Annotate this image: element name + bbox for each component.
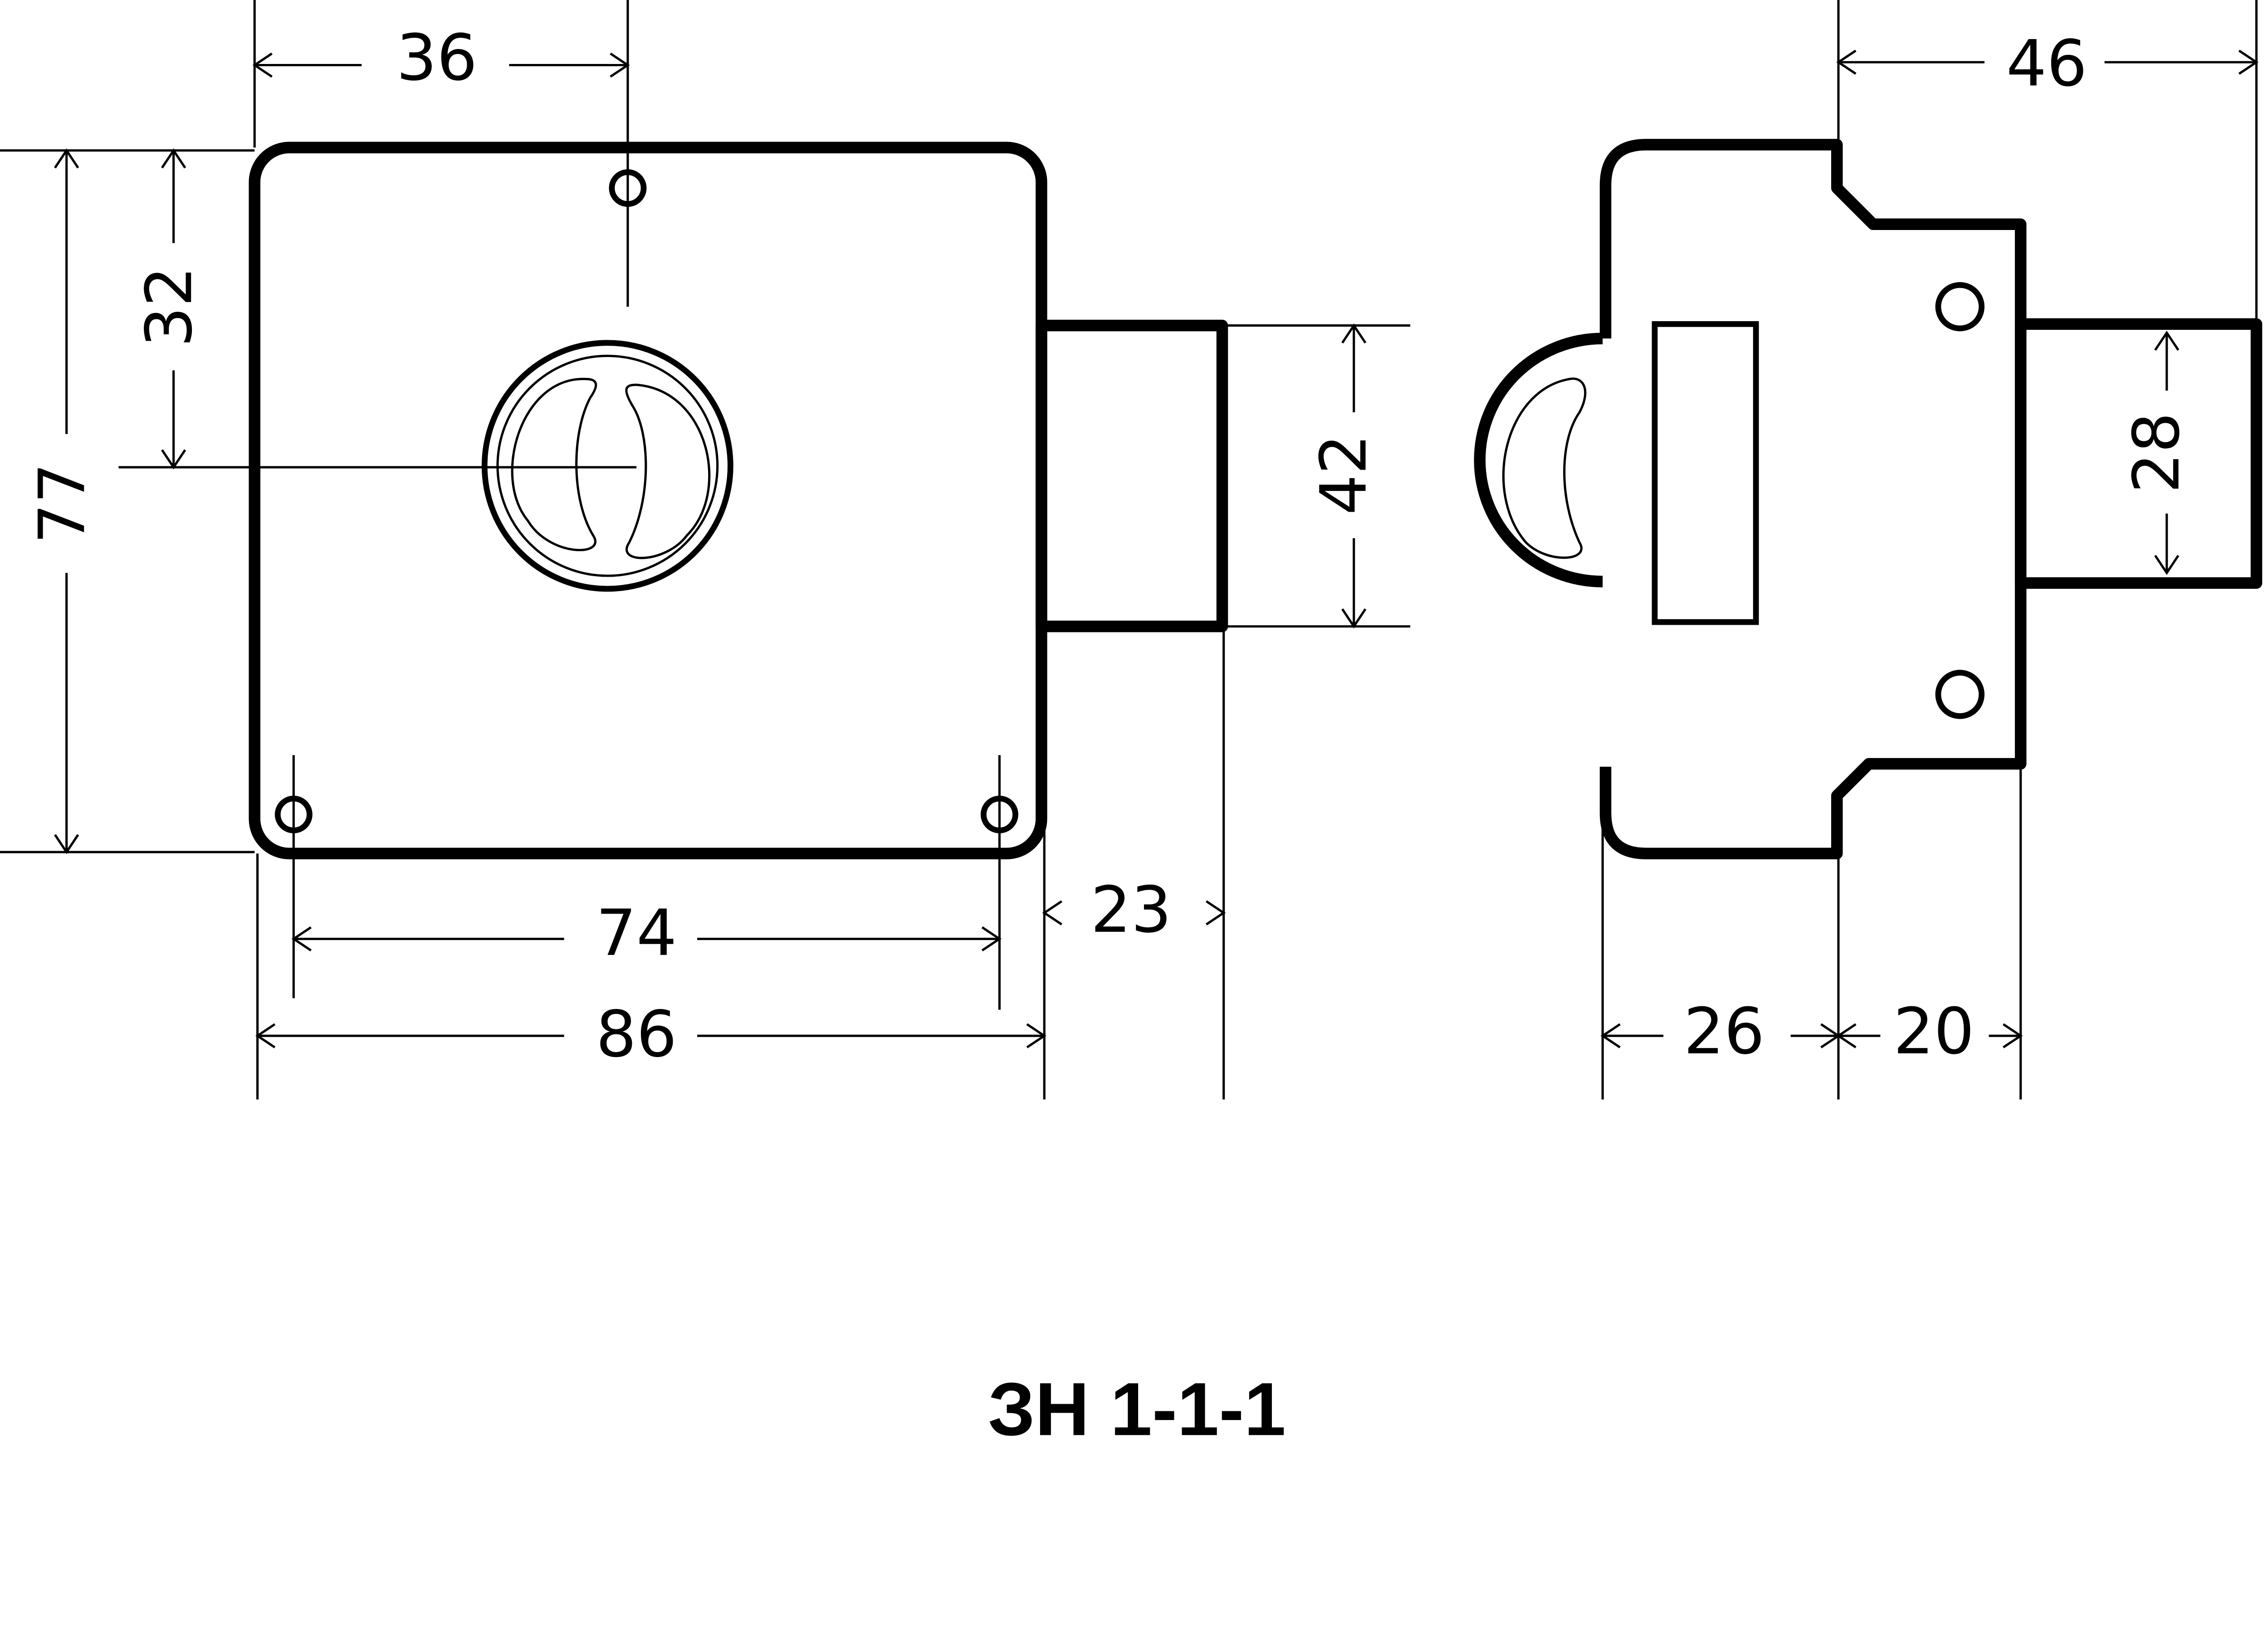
front-view: 36 32 77 42 74 86 23 — [0, 0, 1411, 1100]
strike-slot — [1652, 321, 1759, 625]
knob-grip-left — [511, 377, 597, 551]
keyhole-rosette — [481, 340, 733, 592]
dim-20: 20 — [1893, 995, 1975, 1069]
dim-36: 36 — [396, 21, 478, 95]
dim-26: 26 — [1684, 995, 1765, 1069]
knob-grip-side — [1502, 377, 1587, 559]
knob-grip-right — [625, 383, 711, 559]
dim-74: 74 — [596, 896, 677, 970]
dim-77: 77 — [25, 463, 99, 544]
bolt-front — [1036, 319, 1228, 632]
dim-42: 42 — [1307, 434, 1381, 515]
front-dimension-lines — [0, 0, 1411, 1100]
dim-86: 86 — [596, 998, 677, 1072]
model-title: ЗН 1-1-1 — [988, 1367, 1286, 1451]
knob-side — [1474, 333, 1603, 588]
dim-23: 23 — [1090, 873, 1172, 947]
screw-hole-side-top — [1935, 282, 1984, 332]
lock-body-front — [249, 142, 1047, 860]
keyhole-inner — [496, 354, 719, 577]
side-dimension-lines — [1600, 0, 2259, 1100]
lock-drawing: 36 32 77 42 74 86 23 46 28 26 20 ЗН 1-1-… — [0, 0, 2263, 1451]
screw-hole-side-bottom — [1935, 670, 1984, 719]
dim-28: 28 — [2120, 412, 2194, 494]
side-view: 46 28 26 20 — [1474, 0, 2263, 1100]
dim-46: 46 — [2006, 27, 2087, 101]
bolt-side — [2014, 318, 2263, 589]
lock-body-side — [1599, 139, 2027, 860]
dim-32: 32 — [132, 266, 206, 348]
